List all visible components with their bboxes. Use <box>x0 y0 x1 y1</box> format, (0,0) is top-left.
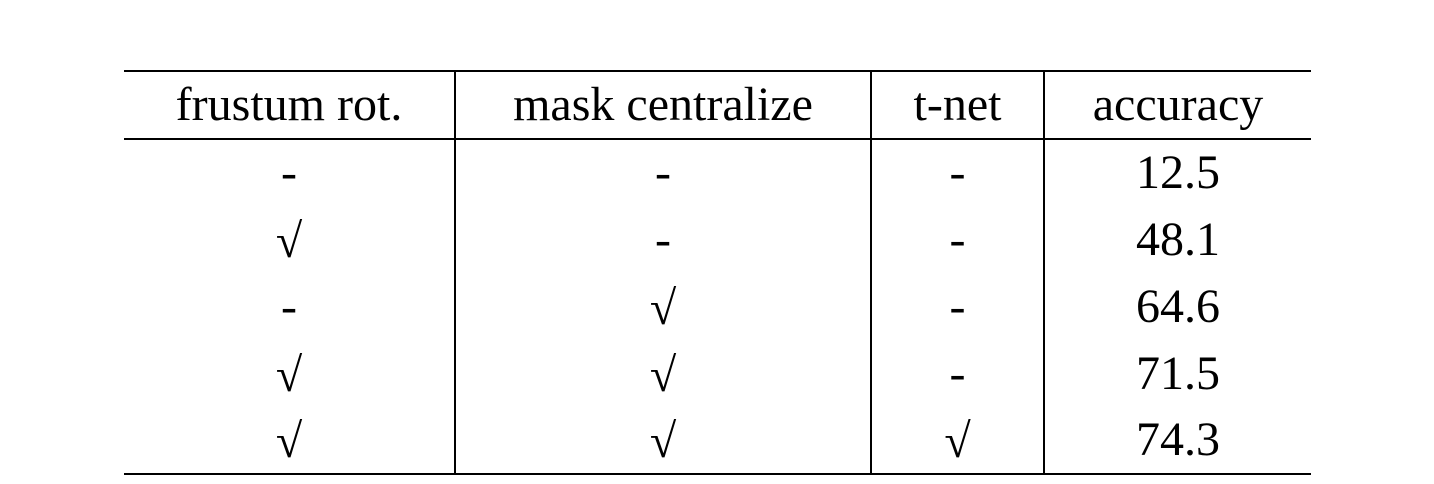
header-row: frustum rot. mask centralize t-net accur… <box>124 70 1311 140</box>
cell-accuracy: 64.6 <box>1043 273 1311 340</box>
cell-mask-centralize: √ <box>454 342 871 409</box>
cell-frustum-rot: - <box>281 279 297 333</box>
cell-t-net: - <box>870 139 1044 206</box>
cell-accuracy: 12.5 <box>1043 139 1311 206</box>
cell-mask-centralize: - <box>454 139 871 206</box>
cell-frustum-rot: √ <box>275 348 303 402</box>
cell-mask-centralize: √ <box>454 409 871 477</box>
cell-frustum-rot: - <box>281 146 297 199</box>
cell-accuracy: 48.1 <box>1043 206 1311 273</box>
cell-mask-centralize: - <box>454 206 871 273</box>
cell-accuracy: 74.3 <box>1043 407 1311 475</box>
header-t-net: t-net <box>870 70 1044 140</box>
table-header: frustum rot. mask centralize t-net accur… <box>124 70 1311 140</box>
cell-t-net: - <box>870 273 1044 340</box>
header-frustum-rot: frustum rot. <box>124 70 455 140</box>
ablation-table: frustum rot. mask centralize t-net accur… <box>124 70 1311 477</box>
table-row: √ - - 48.1 <box>124 206 1311 273</box>
cell-frustum-rot: √ <box>275 214 303 268</box>
table-row: - √ - 64.6 <box>124 273 1311 342</box>
header-accuracy: accuracy <box>1043 70 1311 140</box>
cell-t-net: √ <box>870 409 1044 477</box>
table-row: - - - 12.5 <box>124 139 1311 206</box>
cell-accuracy: 71.5 <box>1043 340 1311 407</box>
table-row: √ √ √ 74.3 <box>124 407 1311 477</box>
cell-frustum-rot: √ <box>124 409 455 477</box>
cell-t-net: - <box>870 340 1044 407</box>
header-mask-centralize: mask centralize <box>454 70 871 140</box>
cell-mask-centralize: √ <box>454 275 871 342</box>
table-body: - - - 12.5 √ - - 48.1 - √ - 64.6 √ √ - 7… <box>124 139 1311 477</box>
table-row: √ √ - 71.5 <box>124 340 1311 409</box>
cell-t-net: - <box>870 206 1044 273</box>
